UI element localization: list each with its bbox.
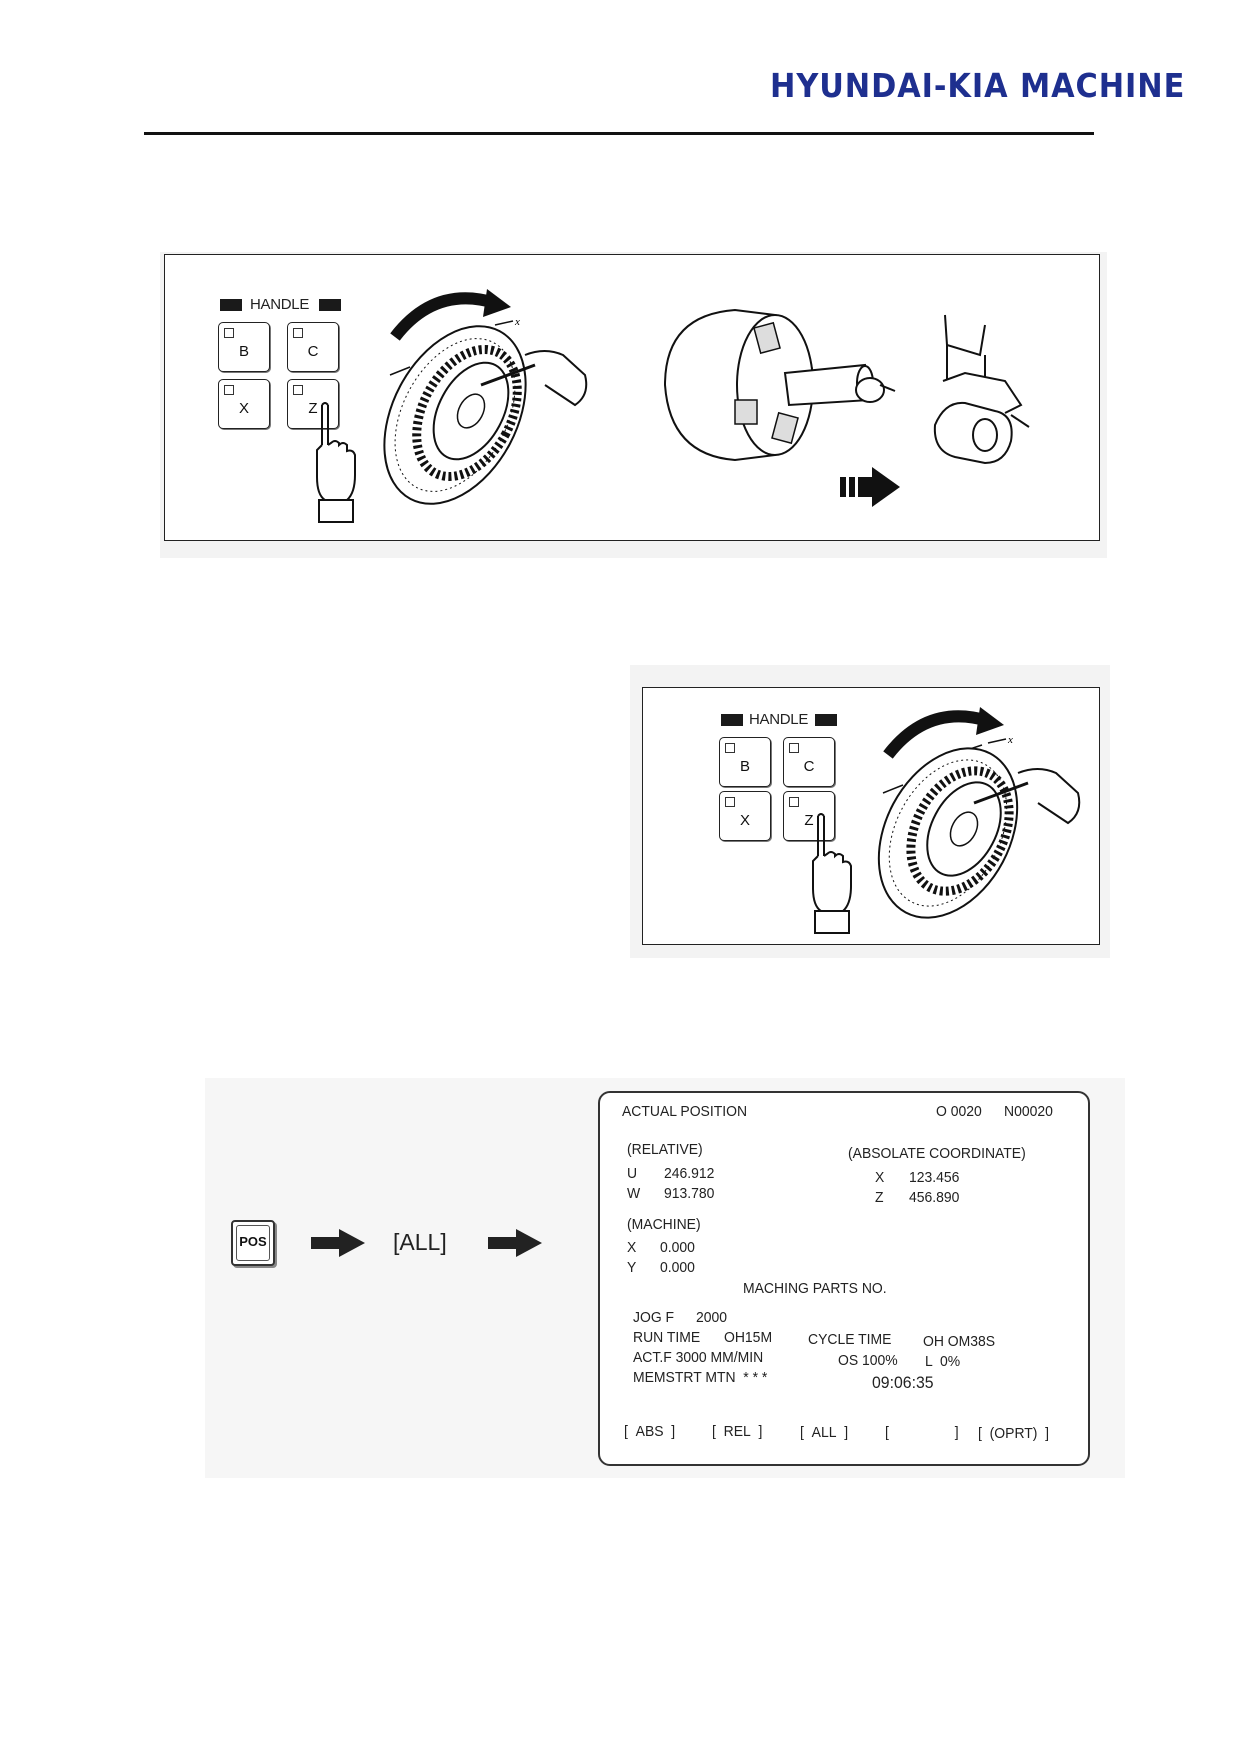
axis-key-label: C	[803, 758, 815, 775]
cycle-time-label: CYCLE TIME	[808, 1331, 892, 1348]
pos-key[interactable]: POS	[231, 1220, 275, 1266]
figure2-frame: HANDLE B C X Z x	[642, 687, 1100, 945]
relative-axis-u: U	[627, 1165, 638, 1182]
actual-feed: ACT.F 3000 MM/MIN	[633, 1349, 764, 1366]
softkey-all[interactable]: [ ALL ]	[800, 1424, 849, 1441]
handle-bar-left	[220, 299, 242, 311]
arrow-right-icon	[311, 1229, 365, 1257]
machine-heading: (MACHINE)	[627, 1216, 701, 1233]
axis-key-b[interactable]: B	[218, 322, 270, 372]
all-softkey-label: [ALL]	[393, 1229, 447, 1255]
absolute-axis-z: Z	[875, 1189, 884, 1206]
header-divider	[144, 132, 1094, 135]
relative-axis-w: W	[627, 1185, 641, 1202]
softkey-label: REL	[723, 1423, 751, 1440]
axis-key-c[interactable]: C	[783, 737, 835, 787]
axis-key-c[interactable]: C	[287, 322, 339, 372]
axis-key-z[interactable]: Z	[287, 379, 339, 429]
handle-bar-right	[815, 714, 837, 726]
machine-value-x: 0.000	[660, 1239, 695, 1256]
svg-text:x: x	[514, 316, 520, 328]
led-icon	[224, 328, 234, 338]
screen-title: ACTUAL POSITION	[622, 1103, 748, 1120]
softkey-oprt[interactable]: [ (OPRT) ]	[978, 1425, 1050, 1442]
handwheel-icon: x	[877, 707, 1081, 919]
absolute-value-z: 456.890	[909, 1189, 960, 1206]
softkey-blank[interactable]: [ ]	[885, 1424, 959, 1441]
memory-status: MEMSTRT MTN * * *	[633, 1369, 768, 1386]
led-icon	[725, 797, 735, 807]
svg-text:x: x	[1007, 734, 1013, 746]
softkey-abs[interactable]: [ ABS ]	[624, 1423, 676, 1440]
led-icon	[293, 328, 303, 338]
chuck-dial-indicator-icon	[663, 308, 896, 462]
handle-bar-right	[319, 299, 341, 311]
pos-key-label: POS	[239, 1234, 267, 1249]
handwheel-icon: x	[383, 289, 588, 505]
led-icon	[725, 743, 735, 753]
pos-key-face	[236, 1225, 270, 1261]
machine-axis-x: X	[627, 1239, 637, 1256]
machine-value-y: 0.000	[660, 1259, 695, 1276]
axis-key-label: C	[307, 343, 319, 360]
load-percent: L 0%	[925, 1353, 961, 1370]
absolute-axis-x: X	[875, 1169, 885, 1186]
handle-title: HANDLE	[250, 296, 310, 313]
axis-key-label: B	[238, 343, 249, 360]
axis-key-x[interactable]: X	[218, 379, 270, 429]
brand-logo: HYUNDAI-KIA MACHINE	[770, 66, 1186, 105]
run-time-label: RUN TIME	[633, 1329, 701, 1346]
relative-value-u: 246.912	[664, 1165, 715, 1182]
handle-bar-left	[721, 714, 743, 726]
clock: 09:06:35	[872, 1373, 934, 1392]
led-icon	[293, 385, 303, 395]
softkey-label: (OPRT)	[989, 1425, 1038, 1442]
axis-key-z[interactable]: Z	[783, 791, 835, 841]
program-number: O 0020	[936, 1103, 982, 1120]
arrow-right-icon	[488, 1229, 542, 1257]
axis-key-label: X	[739, 812, 750, 829]
led-icon	[789, 743, 799, 753]
tool-holder-icon	[933, 314, 1030, 465]
absolute-value-x: 123.456	[909, 1169, 960, 1186]
run-time-value: OH15M	[724, 1329, 773, 1346]
handle-title: HANDLE	[749, 711, 809, 728]
axis-key-x[interactable]: X	[719, 791, 771, 841]
axis-key-label: B	[739, 758, 750, 775]
direction-arrow-icon	[840, 467, 900, 507]
sequence-number: N00020	[1004, 1103, 1053, 1120]
led-icon	[224, 385, 234, 395]
machining-parts-label: MACHING PARTS NO.	[743, 1280, 887, 1297]
override-percent: OS 100%	[838, 1352, 898, 1369]
machine-axis-y: Y	[627, 1259, 637, 1276]
softkey-label: ABS	[635, 1423, 664, 1440]
absolute-heading: (ABSOLATE COORDINATE)	[848, 1145, 1026, 1162]
jog-feed-value: 2000	[696, 1309, 728, 1326]
softkey-rel[interactable]: [ REL ]	[712, 1423, 763, 1440]
position-display-screen: ACTUAL POSITION O 0020 N00020 (RELATIVE)…	[598, 1091, 1090, 1466]
pointing-hand-icon	[316, 402, 356, 523]
axis-key-label: Z	[804, 812, 814, 829]
softkey-label: ALL	[811, 1424, 837, 1441]
led-icon	[789, 797, 799, 807]
pointing-hand-icon	[812, 813, 852, 934]
axis-key-label: X	[238, 400, 249, 417]
figure1-frame: HANDLE B C X Z x	[164, 254, 1100, 541]
jog-feed-label: JOG F	[633, 1309, 675, 1326]
axis-key-label: Z	[308, 400, 318, 417]
relative-value-w: 913.780	[664, 1185, 715, 1202]
cycle-time-value: OH OM38S	[923, 1333, 996, 1350]
relative-heading: (RELATIVE)	[627, 1141, 703, 1158]
axis-key-b[interactable]: B	[719, 737, 771, 787]
